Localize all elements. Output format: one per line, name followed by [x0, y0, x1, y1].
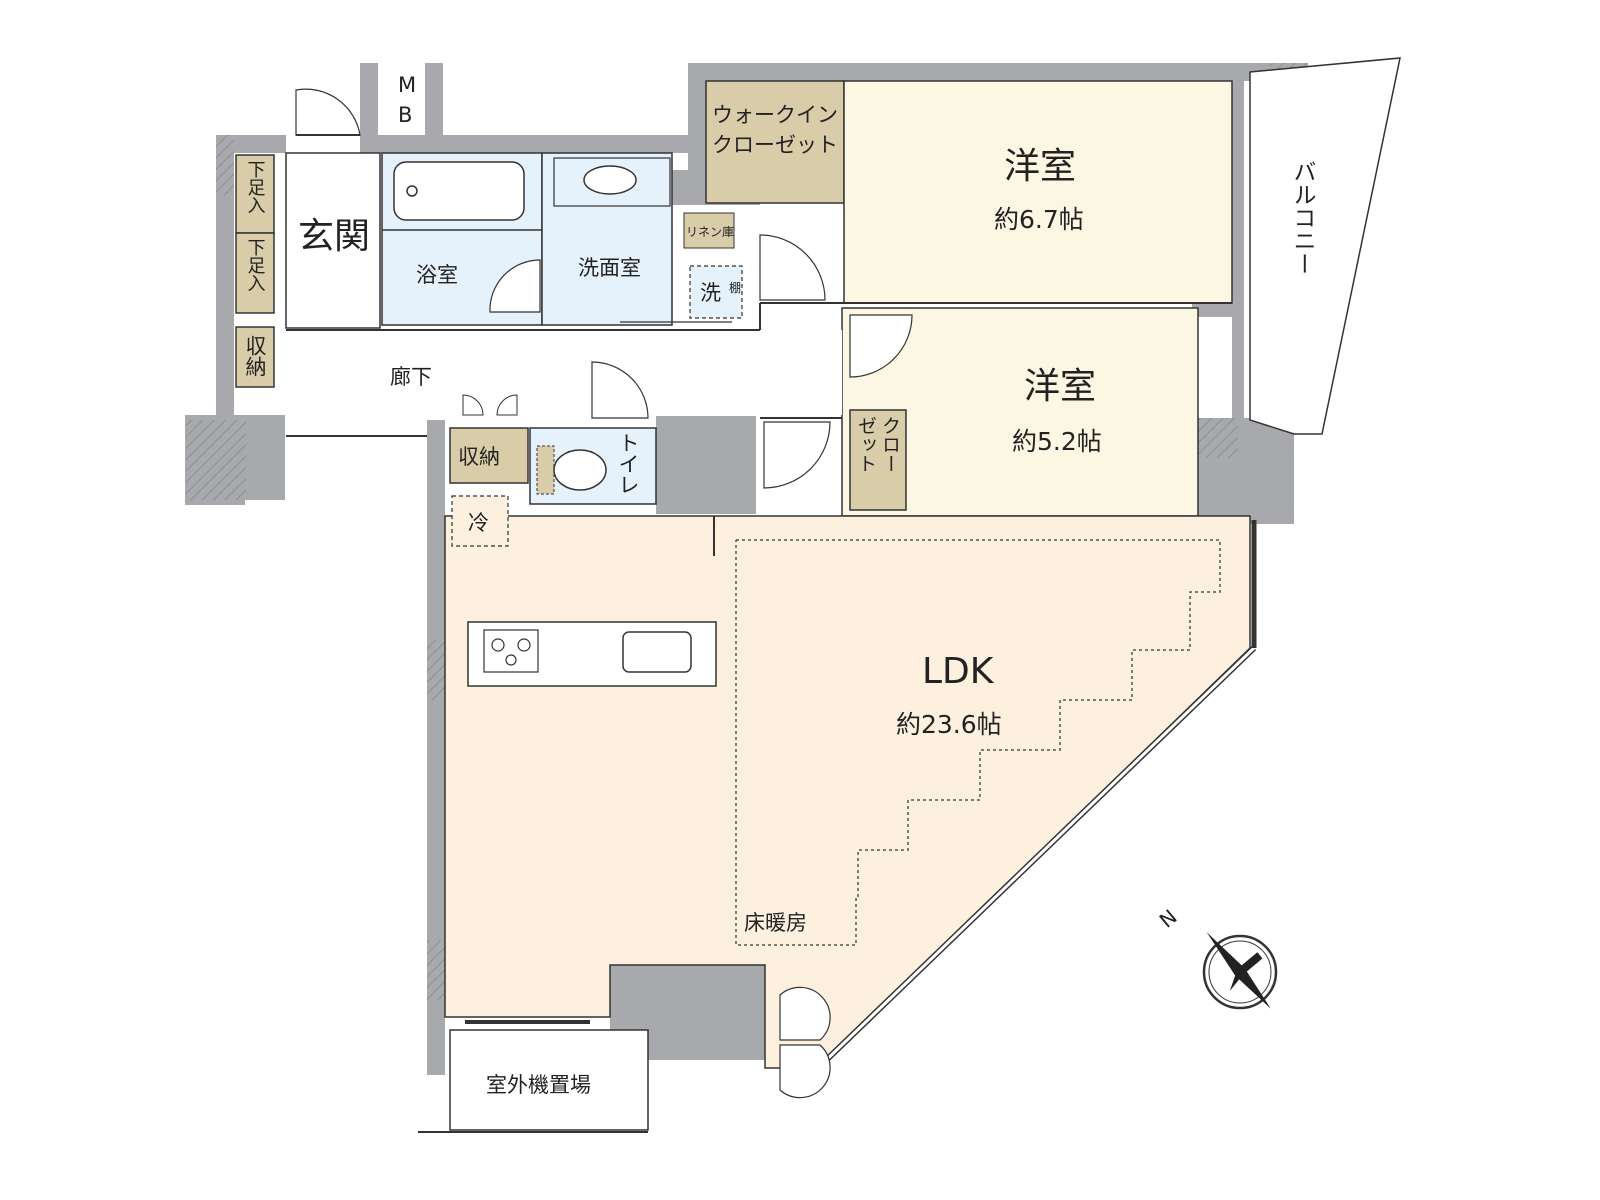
- wall-west-entrance: [216, 135, 234, 427]
- label-balcony: バルコニー: [1289, 160, 1316, 275]
- label-corridor: 廊下: [390, 365, 432, 389]
- toilet-door-swing: [591, 361, 649, 419]
- storage-hall-box: [449, 427, 529, 484]
- bedroom1-door-swing: [759, 234, 826, 301]
- storage-entry-box: [235, 326, 275, 388]
- ldk-door-swing: [763, 421, 831, 489]
- wall-walkin-left: [688, 63, 706, 203]
- bath-drain-icon: [406, 185, 418, 197]
- label-ac-unit: 室外機置場: [486, 1073, 591, 1097]
- label-washer: 洗: [700, 281, 721, 305]
- label-fridge: 冷: [468, 511, 489, 535]
- label-washroom: 洗面室: [578, 256, 641, 280]
- compass-n-label: N: [1155, 905, 1182, 933]
- wall-west-ldk: [427, 420, 445, 1075]
- toilet-tank-icon: [536, 445, 555, 495]
- label-toilet: トイレ: [616, 432, 640, 495]
- label-shoe-b: 下足入: [245, 238, 266, 292]
- label-walkin-1: ウォークイン: [712, 103, 838, 127]
- wall-top-walkin: [688, 63, 1308, 81]
- label-bedroom1-size: 約6.7帖: [994, 205, 1084, 234]
- wall-mb-left: [360, 63, 378, 153]
- label-closet-b: ゼット: [855, 416, 877, 473]
- floor-heating-outline: [735, 539, 1221, 946]
- label-shoe-a: 下足入: [245, 160, 266, 214]
- bath-door-swing: [489, 259, 541, 313]
- label-bedroom1-name: 洋室: [1004, 146, 1076, 187]
- label-mb-b: B: [398, 103, 412, 127]
- mb-space: [378, 63, 425, 135]
- wall-hatching: [186, 63, 1308, 1000]
- label-floor-heating: 床暖房: [744, 911, 807, 935]
- ldk-room: [444, 515, 1251, 1069]
- bedroom2-door-swing: [849, 314, 913, 378]
- ldk-balcony-door: [779, 986, 831, 1041]
- closet-2: [849, 409, 907, 511]
- bathtub-icon: [393, 161, 525, 221]
- label-linen: リネン庫: [686, 225, 734, 239]
- bedroom-1: [843, 80, 1233, 304]
- storage-door-swing-a: [462, 394, 484, 416]
- stove-icon: [483, 629, 539, 673]
- fridge-spot: [451, 495, 509, 547]
- sink-icon: [583, 165, 637, 195]
- kitchen-sink-icon: [622, 631, 692, 673]
- label-ldk-size: 約23.6帖: [896, 710, 1002, 739]
- compass-north-icon: N: [1155, 905, 1278, 1010]
- wall-toilet-pillar: [656, 416, 756, 514]
- wall-top-entrance-2: [360, 135, 688, 153]
- balcony: [1249, 57, 1401, 435]
- label-walkin-2: クローゼット: [712, 133, 838, 157]
- shoe-cabinet-2: [235, 232, 275, 314]
- corridor: [286, 330, 842, 415]
- ac-unit-area: [449, 1029, 649, 1131]
- washer-spot: [689, 265, 743, 319]
- label-shelf: 棚: [729, 280, 741, 295]
- wall-mb-right: [425, 63, 443, 153]
- label-entrance: 玄関: [298, 216, 370, 257]
- label-storage-hall: 収納: [458, 445, 500, 469]
- label-ldk-name: LDK: [922, 651, 995, 692]
- label-storage-entry: 収納: [243, 335, 267, 377]
- entrance-room: [285, 152, 381, 329]
- toilet-bowl-icon: [553, 449, 607, 491]
- entry-door-swing: [295, 88, 361, 136]
- label-mb-m: M: [398, 73, 416, 97]
- label-closet-a: クロー: [879, 416, 901, 473]
- label-bedroom2-size: 約5.2帖: [1012, 427, 1102, 456]
- label-bath: 浴室: [416, 263, 458, 287]
- storage-door-swing-b: [496, 394, 518, 416]
- linen-box: [683, 212, 735, 249]
- shoe-cabinet-1: [235, 154, 275, 234]
- wall-east-bedroom: [1232, 63, 1244, 423]
- label-bedroom2-name: 洋室: [1024, 366, 1096, 407]
